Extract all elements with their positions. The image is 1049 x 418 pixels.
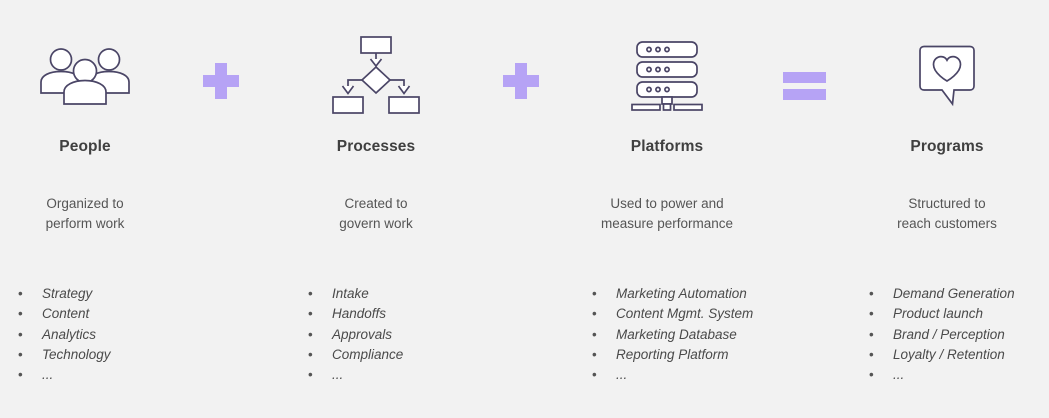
column-description-processes: Created to govern work [290,194,462,234]
list-item-label: ... [893,367,905,383]
bullet-list-processes: • Intake • Handoffs • Approvals • Compliance… [290,284,466,385]
list-item: • Brand / Perception [855,325,1049,345]
bullet-marker: • [18,326,23,342]
list-item-label: Marketing Database [616,326,737,342]
list-item-label: Reporting Platform [616,346,729,362]
bullet-marker: • [18,367,23,383]
list-item: •... [578,365,792,385]
bullet-marker: • [18,286,23,301]
bullet-marker: • [308,326,313,342]
bullet-marker: • [308,286,313,301]
flowchart-icon [290,36,462,114]
list-item: • Marketing Automation [578,284,792,304]
description-line-1: Structured to [908,196,986,211]
list-item: • Content [4,304,174,324]
column-description-programs: Structured to reach customers [845,194,1049,234]
bullet-marker: • [869,346,874,362]
list-item-label: Marketing Automation [616,286,747,301]
list-item: • Analytics [4,325,174,345]
equals-top-bar [783,72,826,83]
list-item: • Content Mgmt. System [578,304,792,324]
column-title-programs: Programs [910,138,984,155]
column-description-platforms: Used to power and measure performance [560,194,774,234]
list-item: •... [4,365,174,385]
plus-operator-icon [203,63,239,99]
list-item-label: Intake [332,286,369,301]
list-item-label: ... [616,367,628,383]
list-item-label: Handoffs [332,306,387,322]
list-item: • Marketing Database [578,325,792,345]
list-item: •... [294,365,466,385]
description-line-2: measure performance [600,216,734,231]
bullet-marker: • [308,346,313,362]
bullet-marker: • [869,367,874,383]
plus-vertical-bar [515,63,527,99]
list-item-label: Technology [42,346,111,362]
bullet-marker: • [869,306,874,322]
list-item-label: ... [42,367,54,383]
list-item-label: Approvals [332,326,393,342]
list-item-label: Content [42,306,90,322]
list-item: • Strategy [4,284,174,304]
list-item: • Intake [294,284,466,304]
list-item-label: ... [332,367,344,383]
bullet-marker: • [592,367,597,383]
bullet-marker: • [308,367,313,383]
list-item-label: Strategy [42,286,93,301]
list-item: • Demand Generation [855,284,1049,304]
bullet-marker: • [18,306,23,322]
plus-vertical-bar [215,63,227,99]
bullet-marker: • [869,326,874,342]
list-item: • Loyalty / Retention [855,345,1049,365]
column-people: People Organized to perform work • Strate… [0,0,170,418]
server-rack-icon [560,40,774,112]
list-item: • Handoffs [294,304,466,324]
bullet-marker: • [592,286,597,301]
column-title-people: People [59,138,111,155]
bullet-list-people: • Strategy • Content • Analytics • Technolog… [0,284,174,385]
speech-bubble-heart-icon [845,40,1049,112]
people-group-icon [0,40,170,112]
list-item: • Technology [4,345,174,365]
list-item: • Compliance [294,345,466,365]
column-platforms: Platforms Used to power and measure perf… [560,0,774,418]
list-item: •... [855,365,1049,385]
bullet-marker: • [18,346,23,362]
column-programs: Programs Structured to reach customers •… [845,0,1049,418]
bullet-list-platforms: • Marketing Automation • Content Mgmt. Sys… [560,284,792,385]
list-item-label: Compliance [332,346,404,362]
column-processes: Processes Created to govern work • Intake… [290,0,462,418]
plus-operator-icon [503,63,539,99]
description-line-1: Used to power and [610,196,724,211]
bullet-list-programs: • Demand Generation • Product launch • Bran… [845,284,1049,385]
bullet-marker: • [592,326,597,342]
list-item: • Reporting Platform [578,345,792,365]
description-line-2: reach customers [897,216,997,231]
column-description-people: Organized to perform work [0,194,170,234]
list-item-label: Analytics [42,326,97,342]
bullet-marker: • [869,286,874,301]
description-line-2: govern work [339,216,413,231]
bullet-marker: • [592,346,597,362]
column-title-processes: Processes [336,138,416,155]
description-line-1: Created to [344,196,408,211]
list-item-label: Content Mgmt. System [616,306,754,322]
list-item-label: Loyalty / Retention [893,346,1005,362]
list-item: • Product launch [855,304,1049,324]
description-line-1: Organized to [46,196,124,211]
list-item-label: Product launch [893,306,984,322]
bullet-marker: • [308,306,313,322]
description-line-2: perform work [45,216,125,231]
column-title-platforms: Platforms [630,138,704,155]
list-item-label: Brand / Perception [893,326,1005,342]
list-item: • Approvals [294,325,466,345]
bullet-marker: • [592,306,597,322]
list-item-label: Demand Generation [893,286,1015,301]
equals-bottom-bar [783,89,826,100]
equals-operator-icon [783,72,826,100]
